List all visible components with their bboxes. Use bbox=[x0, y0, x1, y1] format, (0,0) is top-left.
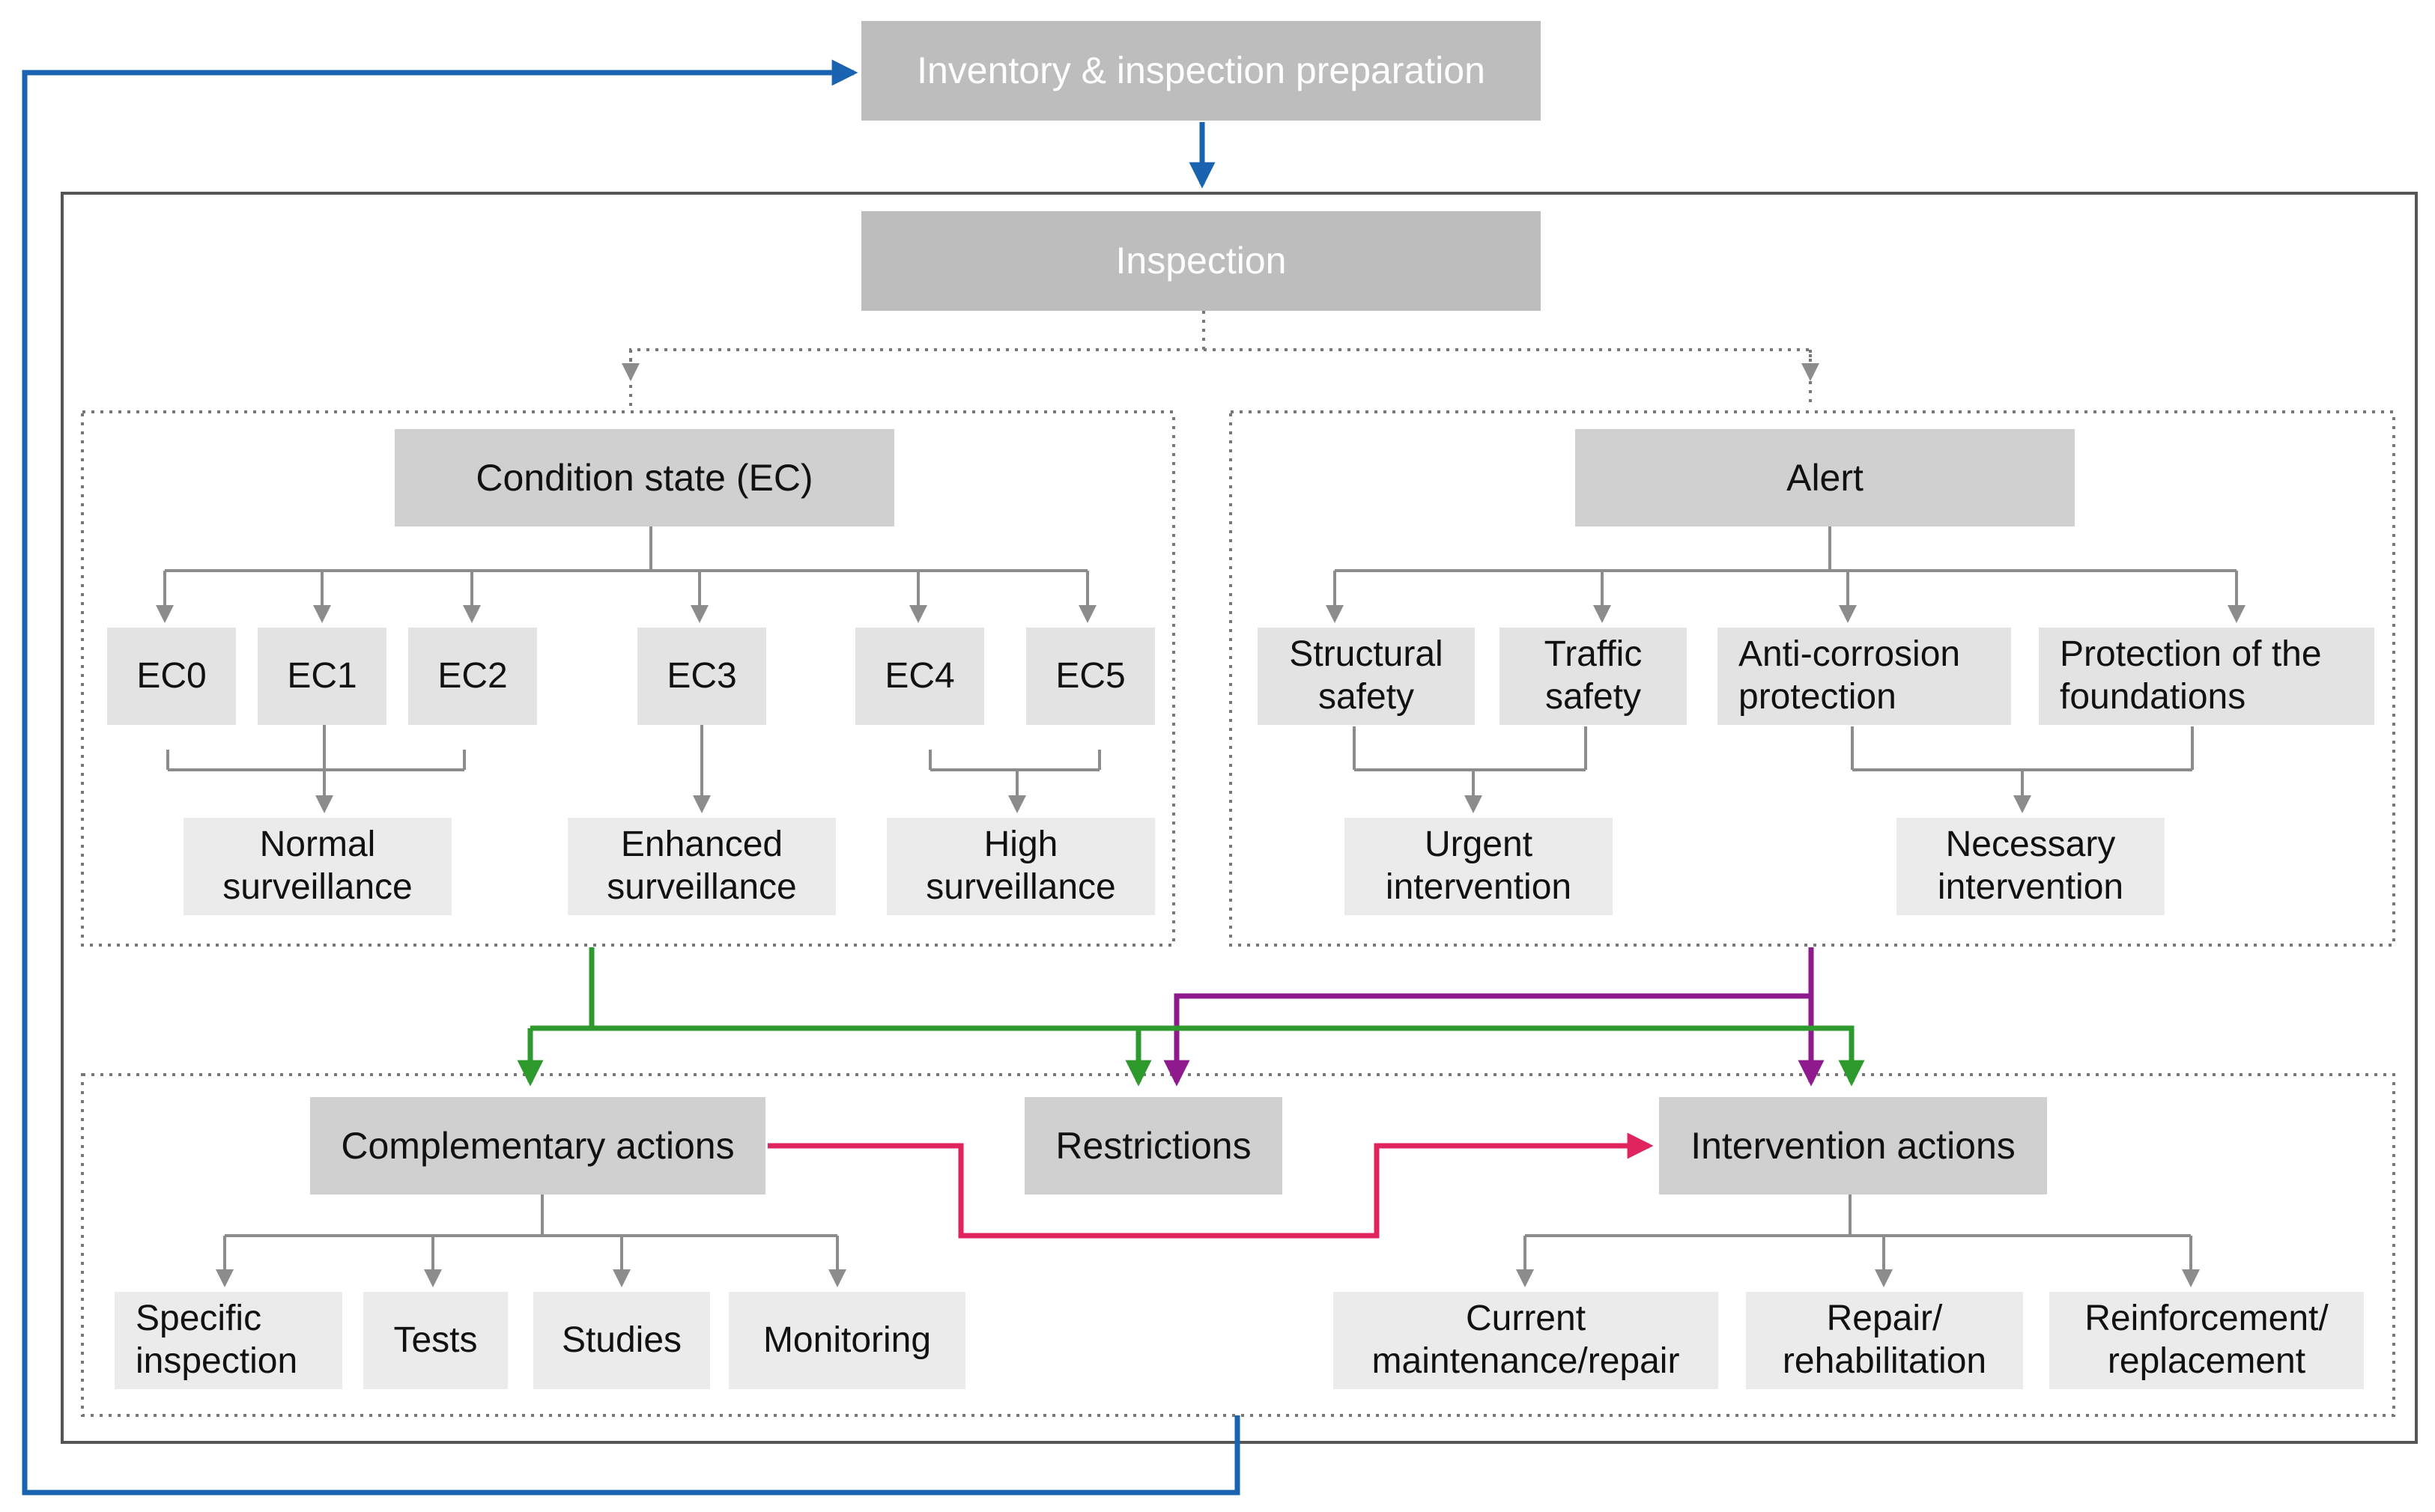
repair-rehabilitation-box: Repair/ rehabilitation bbox=[1746, 1292, 2023, 1389]
studies-box: Studies bbox=[533, 1292, 710, 1389]
inspection-box: Inspection bbox=[861, 211, 1541, 311]
structural-safety-box: Structural safety bbox=[1258, 628, 1475, 725]
monitoring-box: Monitoring bbox=[729, 1292, 965, 1389]
normal-surveillance-box: Normal surveillance bbox=[184, 818, 452, 915]
urgent-intervention-box: Urgent intervention bbox=[1344, 818, 1613, 915]
ec3-box: EC3 bbox=[637, 628, 766, 725]
necessary-intervention-box: Necessary intervention bbox=[1896, 818, 2165, 915]
current-maintenance-repair-box: Current maintenance/repair bbox=[1333, 1292, 1718, 1389]
actions-group-frame bbox=[81, 1073, 2395, 1417]
ec0-box: EC0 bbox=[107, 628, 236, 725]
complementary-actions-box: Complementary actions bbox=[310, 1097, 765, 1194]
tests-box: Tests bbox=[363, 1292, 508, 1389]
foundations-protection-box: Protection of the foundations bbox=[2039, 628, 2374, 725]
complementary-to-intervention-arrow bbox=[768, 1132, 1654, 1239]
inventory-preparation-box: Inventory & inspection preparation bbox=[861, 21, 1541, 121]
alert-box: Alert bbox=[1575, 429, 2075, 526]
anti-corrosion-protection-box: Anti-corrosion protection bbox=[1717, 628, 2011, 725]
intervention-actions-box: Intervention actions bbox=[1659, 1097, 2047, 1194]
feedback-loop-arrow bbox=[22, 59, 1240, 1496]
enhanced-surveillance-box: Enhanced surveillance bbox=[568, 818, 836, 915]
inspection-split-connector bbox=[629, 311, 1205, 406]
condition-state-box: Condition state (EC) bbox=[395, 429, 894, 526]
traffic-safety-box: Traffic safety bbox=[1499, 628, 1687, 725]
restrictions-box: Restrictions bbox=[1025, 1097, 1282, 1194]
ec4-box: EC4 bbox=[855, 628, 984, 725]
ec5-box: EC5 bbox=[1026, 628, 1155, 725]
high-surveillance-box: High surveillance bbox=[887, 818, 1155, 915]
ec1-box: EC1 bbox=[258, 628, 386, 725]
condition-group-frame bbox=[81, 410, 1175, 947]
specific-inspection-box: Specific inspection bbox=[115, 1292, 342, 1389]
ec2-box: EC2 bbox=[408, 628, 537, 725]
alert-group-frame bbox=[1229, 410, 2395, 947]
reinforcement-replacement-box: Reinforcement/ replacement bbox=[2049, 1292, 2364, 1389]
